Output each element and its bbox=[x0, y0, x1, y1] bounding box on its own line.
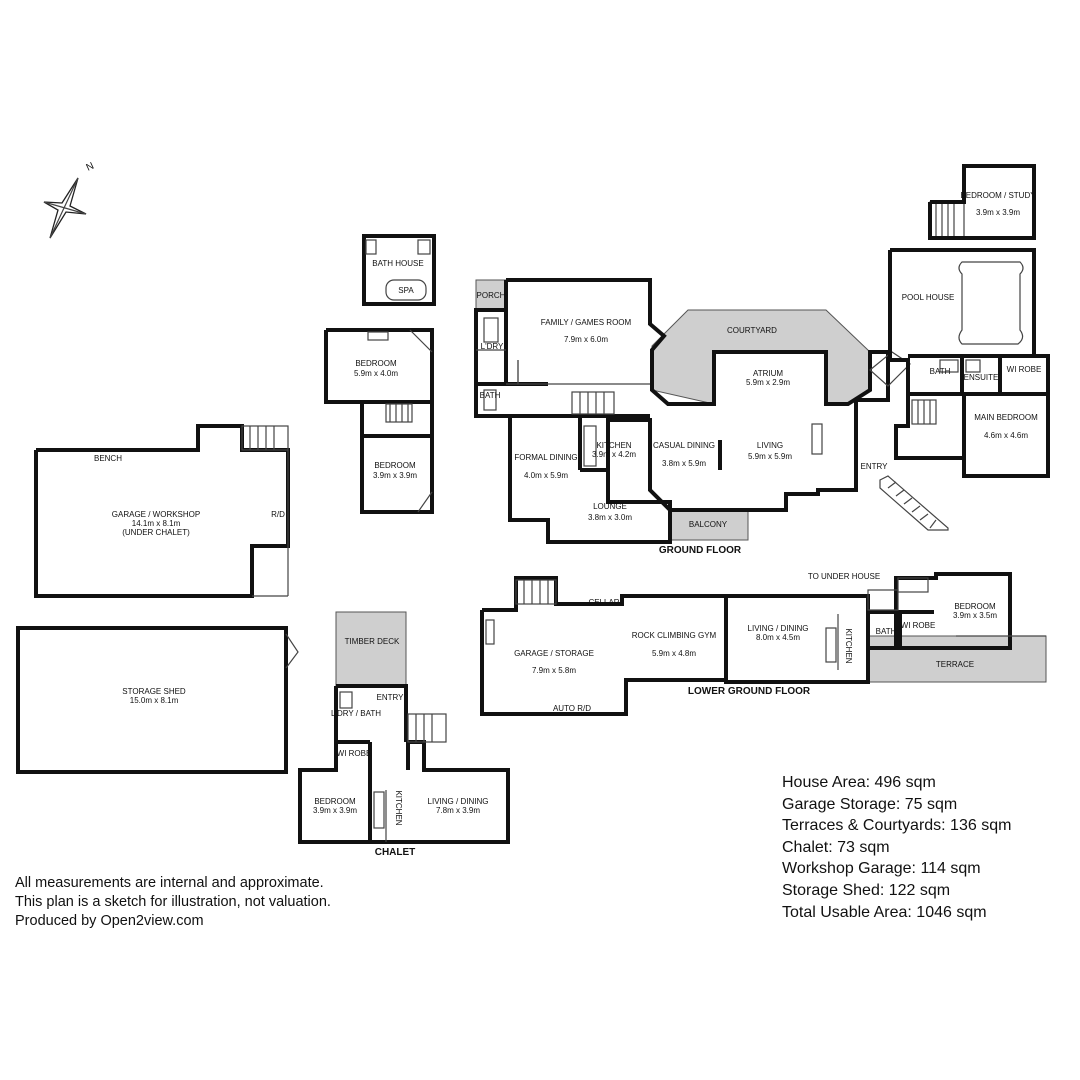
chalet-block bbox=[298, 611, 510, 844]
room-dims-chalet-bedroom: 3.9m x 3.9m bbox=[313, 806, 357, 815]
room-label-balcony: BALCONY bbox=[689, 520, 728, 529]
room-label-pool-house: POOL HOUSE bbox=[902, 293, 955, 302]
room-label-chalet-ldry-bath: L'DRY / BATH bbox=[331, 709, 381, 718]
room-label-lg-wi-robe: WI ROBE bbox=[901, 621, 936, 630]
room-label-bath-house: BATH HOUSE bbox=[372, 259, 423, 268]
compass-icon: N bbox=[43, 161, 96, 239]
room-label-lg-bedroom: BEDROOM bbox=[954, 602, 996, 611]
room-label-entry: ENTRY bbox=[861, 462, 889, 471]
room-note-garage-workshop: (UNDER CHALET) bbox=[122, 528, 190, 537]
note-line: This plan is a sketch for illustration, … bbox=[15, 894, 331, 910]
area-line: Total Usable Area: 1046 sqm bbox=[782, 903, 987, 921]
room-label-formal-dining: FORMAL DINING bbox=[514, 453, 577, 462]
floor-label-ground: GROUND FLOOR bbox=[659, 545, 742, 556]
room-dims-storage-shed: 15.0m x 8.1m bbox=[130, 696, 179, 705]
room-dims-lg-living: 8.0m x 4.5m bbox=[756, 633, 800, 642]
floor-label-lower-ground: LOWER GROUND FLOOR bbox=[688, 686, 811, 697]
chalet-bedrooms-block bbox=[324, 328, 434, 514]
room-dims-family: 7.9m x 6.0m bbox=[564, 335, 608, 344]
room-label-living: LIVING bbox=[757, 441, 783, 450]
room-label-bedroom-mid: BEDROOM bbox=[374, 461, 416, 470]
room-dims-casual-dining: 3.8m x 5.9m bbox=[662, 459, 706, 468]
area-summary: House Area: 496 sqm Garage Storage: 75 s… bbox=[782, 772, 1011, 923]
room-label-lg-living: LIVING / DINING bbox=[748, 624, 809, 633]
room-dims-main-bedroom: 4.6m x 4.6m bbox=[984, 431, 1028, 440]
room-dims-chalet-living: 7.8m x 3.9m bbox=[436, 806, 480, 815]
room-label-ldry: L'DRY bbox=[481, 342, 504, 351]
area-line: Workshop Garage: 114 sqm bbox=[782, 860, 981, 878]
room-label-main-bedroom: MAIN BEDROOM bbox=[974, 413, 1038, 422]
storage-shed-block bbox=[16, 626, 299, 774]
room-label-main-wi-robe: WI ROBE bbox=[1007, 365, 1042, 374]
area-line: Storage Shed: 122 sqm bbox=[782, 881, 951, 899]
note-line: All measurements are internal and approx… bbox=[15, 875, 324, 891]
area-line: Chalet: 73 sqm bbox=[782, 838, 890, 856]
room-label-family: FAMILY / GAMES ROOM bbox=[541, 318, 632, 327]
area-line: Terraces & Courtyards: 136 sqm bbox=[782, 817, 1012, 835]
room-label-storage-shed: STORAGE SHED bbox=[122, 687, 186, 696]
room-label-lounge: LOUNGE bbox=[593, 502, 627, 511]
room-label-rock-climbing: ROCK CLIMBING GYM bbox=[632, 631, 717, 640]
compass-north-label: N bbox=[85, 161, 96, 174]
lower-ground-floor-block bbox=[480, 572, 1047, 716]
room-label-gf-bath: BATH bbox=[480, 391, 501, 400]
room-dims-living: 5.9m x 5.9m bbox=[748, 452, 792, 461]
room-dims-garage-storage: 7.9m x 5.8m bbox=[532, 666, 576, 675]
garage-workshop-block bbox=[34, 424, 290, 598]
room-label-bedroom-study: BEDROOM / STUDY bbox=[960, 191, 1036, 200]
floor-label-chalet: CHALET bbox=[375, 847, 416, 858]
room-label-lg-kitchen: KITCHEN bbox=[844, 628, 853, 663]
room-label-porch: PORCH bbox=[477, 291, 506, 300]
room-dims-lounge: 3.8m x 3.0m bbox=[588, 513, 632, 522]
area-line: Garage Storage: 75 sqm bbox=[782, 795, 958, 813]
room-dims-kitchen: 3.9m x 4.2m bbox=[592, 450, 636, 459]
room-dims-bedroom-mid: 3.9m x 3.9m bbox=[373, 471, 417, 480]
room-dims-bedroom-upper: 5.9m x 4.0m bbox=[354, 369, 398, 378]
room-label-casual-dining: CASUAL DINING bbox=[653, 441, 715, 450]
room-label-main-bath: BATH bbox=[930, 367, 951, 376]
room-dims-atrium: 5.9m x 2.9m bbox=[746, 378, 790, 387]
bath-house-block bbox=[362, 234, 436, 306]
room-label-atrium: ATRIUM bbox=[753, 369, 783, 378]
room-label-lg-bath: BATH bbox=[876, 627, 897, 636]
note-line: Produced by Open2view.com bbox=[15, 913, 204, 929]
room-dims-bedroom-study: 3.9m x 3.9m bbox=[976, 208, 1020, 217]
room-label-ensuite: ENSUITE bbox=[964, 373, 999, 382]
room-label-chalet-kitchen: KITCHEN bbox=[394, 790, 403, 825]
room-label-garage-workshop: GARAGE / WORKSHOP bbox=[112, 510, 200, 519]
room-label-rd: R/D bbox=[271, 510, 285, 519]
plan-notes: All measurements are internal and approx… bbox=[15, 874, 331, 931]
room-label-chalet-entry: ENTRY bbox=[377, 693, 405, 702]
room-label-bench: BENCH bbox=[94, 454, 122, 463]
room-label-chalet-living: LIVING / DINING bbox=[428, 797, 489, 806]
room-label-chalet-bedroom: BEDROOM bbox=[314, 797, 356, 806]
room-dims-rock-climbing: 5.9m x 4.8m bbox=[652, 649, 696, 658]
room-label-to-under-house: TO UNDER HOUSE bbox=[808, 572, 880, 581]
ground-floor-block bbox=[474, 278, 949, 544]
room-label-bedroom-upper: BEDROOM bbox=[355, 359, 397, 368]
room-label-chalet-wi-robe: WI ROBE bbox=[337, 749, 372, 758]
room-dims-garage-workshop: 14.1m x 8.1m bbox=[132, 519, 181, 528]
main-wing-block bbox=[888, 164, 1050, 478]
room-label-spa: SPA bbox=[398, 286, 414, 295]
room-dims-formal-dining: 4.0m x 5.9m bbox=[524, 471, 568, 480]
room-label-cellar: CELLAR bbox=[588, 598, 619, 607]
room-dims-lg-bedroom: 3.9m x 3.5m bbox=[953, 611, 997, 620]
room-label-kitchen: KITCHEN bbox=[596, 441, 631, 450]
room-label-timber-deck: TIMBER DECK bbox=[345, 637, 400, 646]
room-label-auto-rd: AUTO R/D bbox=[553, 704, 591, 713]
area-line: House Area: 496 sqm bbox=[782, 774, 936, 791]
room-label-terrace: TERRACE bbox=[936, 660, 974, 669]
room-label-garage-storage: GARAGE / STORAGE bbox=[514, 649, 594, 658]
room-label-courtyard: COURTYARD bbox=[727, 326, 777, 335]
